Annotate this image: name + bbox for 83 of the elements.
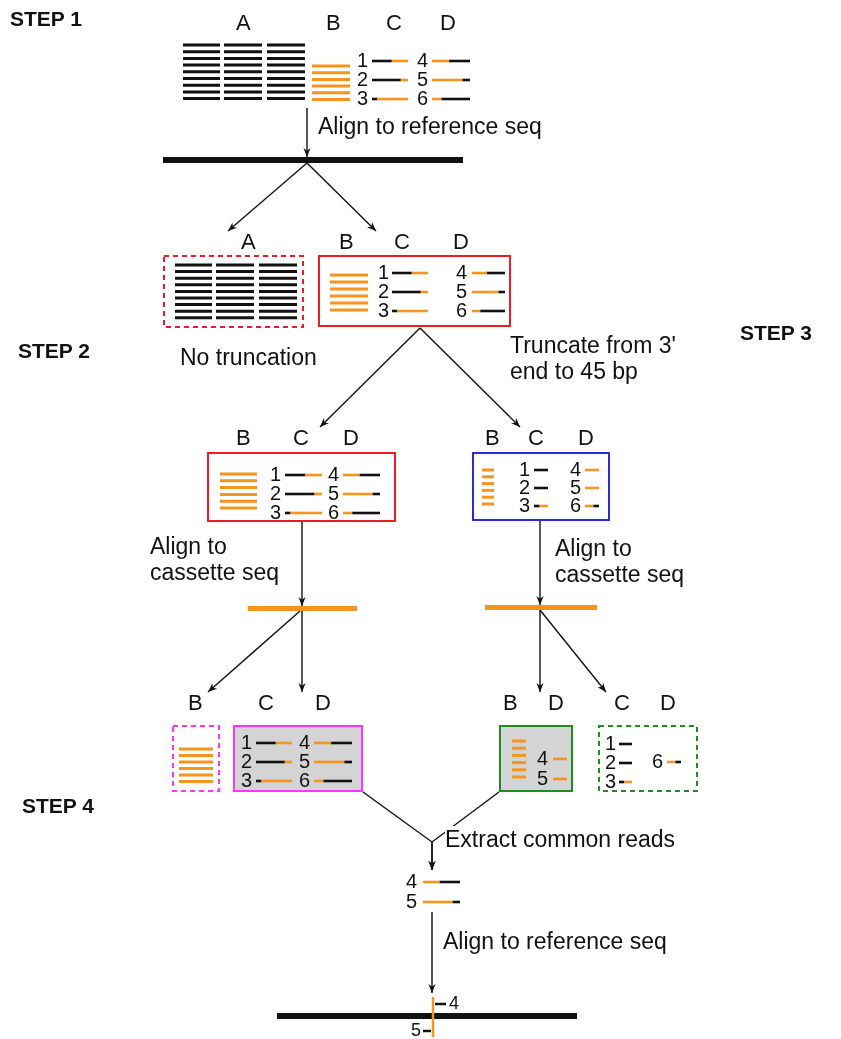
read-number: 4 xyxy=(328,464,340,484)
sequence-bar xyxy=(248,606,357,611)
read-number: 3 xyxy=(519,495,531,515)
read-number: 5 xyxy=(417,69,429,89)
read-number: 5 xyxy=(456,281,468,301)
read-number: 2 xyxy=(241,751,253,771)
arrow xyxy=(419,327,521,428)
column-letter: D xyxy=(578,427,594,449)
read-number: 5 xyxy=(537,768,549,788)
arrow xyxy=(306,162,377,232)
arrow xyxy=(539,609,607,693)
read-number: 4 xyxy=(299,732,311,752)
read-number: 3 xyxy=(241,770,253,790)
column-letter: B xyxy=(503,692,518,714)
column-letter: B xyxy=(326,12,341,34)
column-letter: D xyxy=(315,692,331,714)
read-number: 6 xyxy=(456,300,468,320)
arrow xyxy=(207,610,301,693)
column-letter: B xyxy=(236,427,251,449)
read-number: 3 xyxy=(605,771,617,791)
column-letter: B xyxy=(339,231,354,253)
read-number: 3 xyxy=(357,88,369,108)
read-number: 1 xyxy=(519,459,531,479)
arrow xyxy=(536,520,544,606)
read-number: 6 xyxy=(299,770,311,790)
column-letter: D xyxy=(343,427,359,449)
read-number: 4 xyxy=(456,262,468,282)
read-number: 2 xyxy=(519,477,531,497)
read-number: 2 xyxy=(270,483,282,503)
column-letter: B xyxy=(485,427,500,449)
read-number: 2 xyxy=(605,752,617,772)
read-number: 4 xyxy=(417,50,429,70)
read-number: 4 xyxy=(570,459,582,479)
read-number: 1 xyxy=(270,464,282,484)
edge-label: Align to reference seq xyxy=(443,928,667,955)
column-letter: D xyxy=(453,231,469,253)
column-letter: D xyxy=(440,12,456,34)
arrow xyxy=(298,610,306,693)
arrow xyxy=(303,107,311,158)
edge-label: Align to reference seq xyxy=(318,113,542,140)
read-number: 2 xyxy=(357,69,369,89)
read-number: 6 xyxy=(570,495,582,515)
step-heading: STEP 1 xyxy=(10,8,82,29)
read-number: 5 xyxy=(411,1021,421,1039)
arrow xyxy=(319,327,421,428)
read-number: 5 xyxy=(299,751,311,771)
read-number: 5 xyxy=(570,477,582,497)
step-heading: STEP 4 xyxy=(22,795,94,816)
column-letter: A xyxy=(236,12,251,34)
column-letter: C xyxy=(258,692,274,714)
column-letter: D xyxy=(660,692,676,714)
column-letter: D xyxy=(548,692,564,714)
arrow xyxy=(428,911,436,994)
read-number: 1 xyxy=(241,732,253,752)
column-letter: C xyxy=(293,427,309,449)
read-number: 5 xyxy=(406,891,418,911)
column-letter: A xyxy=(241,231,256,253)
arrow xyxy=(428,791,500,871)
column-letter: C xyxy=(528,427,544,449)
arrow xyxy=(227,162,308,232)
arrow xyxy=(298,521,306,607)
read-number: 6 xyxy=(417,88,429,108)
column-letter: B xyxy=(188,692,203,714)
read-number: 3 xyxy=(378,300,390,320)
read-number: 6 xyxy=(652,751,664,771)
sequence-bar xyxy=(485,605,597,610)
read-number: 4 xyxy=(537,748,549,768)
read-number: 6 xyxy=(328,502,340,522)
read-number: 2 xyxy=(378,281,390,301)
read-number: 5 xyxy=(328,483,340,503)
read-number: 1 xyxy=(378,262,390,282)
step-heading: STEP 3 xyxy=(740,322,812,343)
read-number: 1 xyxy=(357,50,369,70)
read-number: 4 xyxy=(406,871,418,891)
read-number: 1 xyxy=(605,733,617,753)
arrow xyxy=(536,609,544,693)
step-heading: STEP 2 xyxy=(18,340,90,361)
column-letter: C xyxy=(614,692,630,714)
sequence-bar xyxy=(163,157,463,163)
column-letter: C xyxy=(394,231,410,253)
column-letter: C xyxy=(386,12,402,34)
read-number: 4 xyxy=(449,994,459,1012)
read-number: 3 xyxy=(270,502,282,522)
